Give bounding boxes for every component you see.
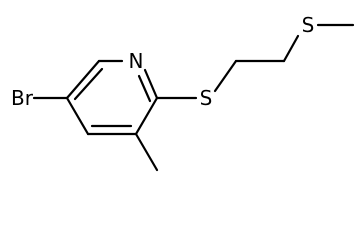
bond-n-c2-inner [137, 74, 152, 103]
bond-c5-c4 [65, 59, 101, 100]
atom-n-label: N [129, 49, 144, 73]
bond-c3-methyl [134, 132, 159, 172]
bond-c2-c3 [134, 96, 159, 136]
molecule-canvas: Br N S S [11, 13, 355, 172]
atom-s-chain-label: S [302, 13, 315, 37]
bond-n-c2 [143, 68, 159, 100]
atom-br-label: Br [11, 86, 34, 110]
bond-c5-c4-inner [73, 67, 104, 101]
bond-ch2b-s [282, 34, 300, 63]
atom-s-ring-label: S [200, 86, 213, 110]
structure-diagram: Br N S S [11, 13, 355, 172]
bond-c3a-c5 [65, 96, 90, 136]
bond-s-ch2a [213, 59, 238, 93]
